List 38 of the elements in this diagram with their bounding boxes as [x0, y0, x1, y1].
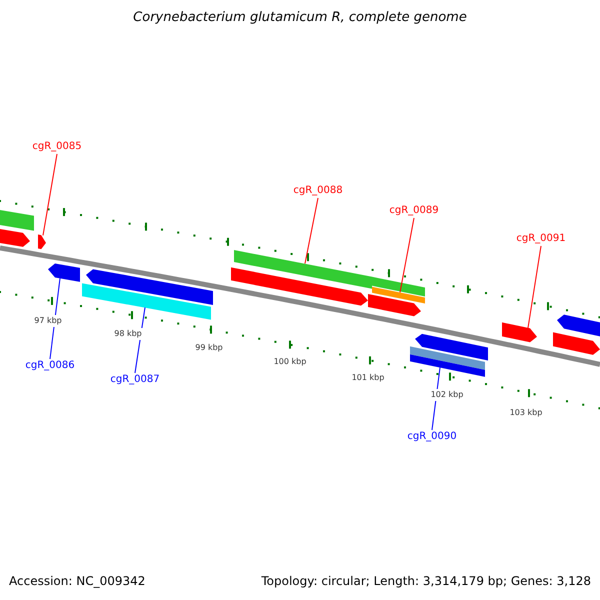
scale-label: 103 kbp	[508, 407, 544, 419]
gene-block	[368, 294, 421, 316]
gene-label: cgR_0087	[110, 374, 160, 386]
gene-bar	[372, 276, 425, 296]
gene-label: cgR_0089	[389, 205, 439, 217]
leader-line	[42, 154, 58, 236]
scale-label: 100 kbp	[272, 356, 308, 368]
gene-block	[415, 334, 488, 360]
gene-block	[557, 314, 600, 336]
gene-block	[0, 229, 30, 247]
title: Corynebacterium glutamicum R, complete genome	[133, 12, 467, 24]
gene-label: cgR_0090	[407, 431, 457, 443]
scale-label: 98 kbp	[113, 328, 143, 340]
leader-line	[528, 246, 542, 328]
gene-bar	[234, 250, 372, 289]
gene-label: cgR_0086	[25, 360, 75, 372]
gene-block	[502, 322, 537, 342]
scale-label: 101 kbp	[350, 372, 386, 384]
gene-block	[38, 234, 46, 250]
gene-block	[553, 332, 600, 355]
gene-bar	[410, 354, 485, 377]
gene-label: cgR_0085	[32, 141, 82, 153]
gene-block	[231, 267, 368, 306]
footer-text: Accession: NC_009342	[9, 575, 146, 587]
gene-block	[86, 269, 213, 305]
scale-label: 99 kbp	[194, 342, 224, 354]
gene-bar	[372, 286, 425, 304]
scale-label: 102 kbp	[430, 389, 464, 401]
leader-line	[400, 218, 414, 293]
gene-label: cgR_0091	[516, 233, 566, 245]
gene-block	[48, 264, 80, 282]
gene-bar	[0, 210, 34, 231]
gene-bar	[82, 283, 211, 320]
gene-bar	[410, 346, 485, 370]
footer-text: Topology: circular; Length: 3,314,179 bp; Genes: 3,128	[261, 575, 591, 587]
leader-line	[304, 198, 318, 264]
gene-label: cgR_0088	[293, 185, 343, 197]
scale-label: 97 kbp	[33, 315, 63, 327]
